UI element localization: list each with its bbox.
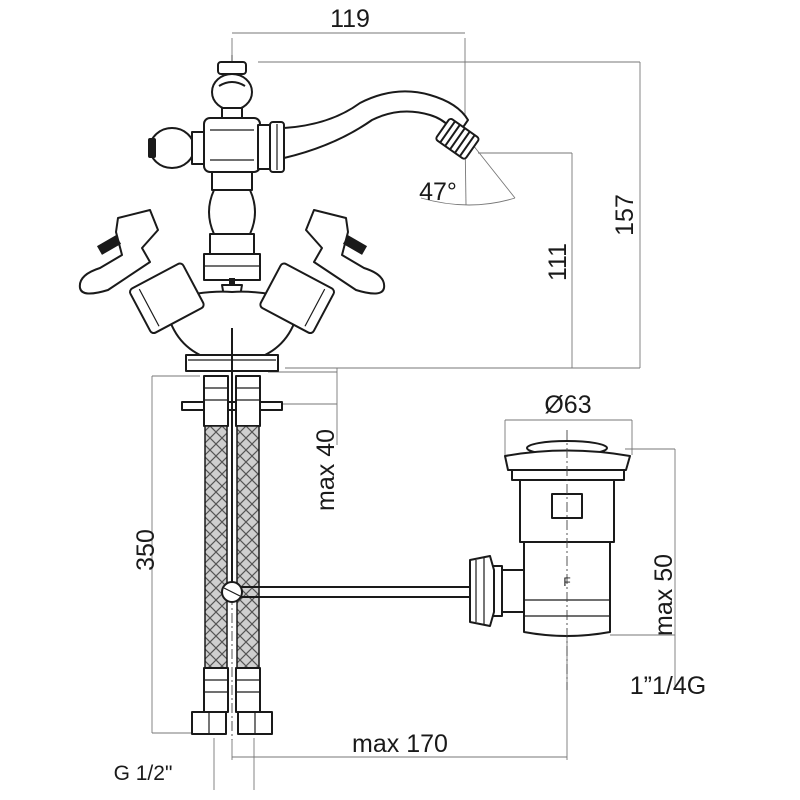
waste-thread-label: 1”1/4G — [630, 672, 706, 700]
max-thickness-label: max 40 — [312, 429, 340, 511]
total-height-label: 157 — [611, 194, 639, 236]
bidet-mixer — [78, 55, 480, 740]
pop-up-rod — [221, 328, 470, 603]
dimension-lines — [151, 32, 676, 790]
waste-marking: F — [563, 575, 570, 589]
hose-length-label: 350 — [132, 529, 160, 571]
waste-max-depth-label: max 50 — [650, 554, 678, 636]
waste-diameter-label: Ø63 — [544, 391, 591, 419]
spout-reach-label: 119 — [330, 5, 370, 33]
pop-up-waste — [469, 430, 631, 690]
spout-angle-label: 47° — [419, 178, 457, 206]
rod-length-label: max 170 — [352, 730, 448, 758]
spout-height-label: 111 — [544, 243, 572, 281]
inlet-thread-label: G 1/2" — [114, 762, 173, 785]
